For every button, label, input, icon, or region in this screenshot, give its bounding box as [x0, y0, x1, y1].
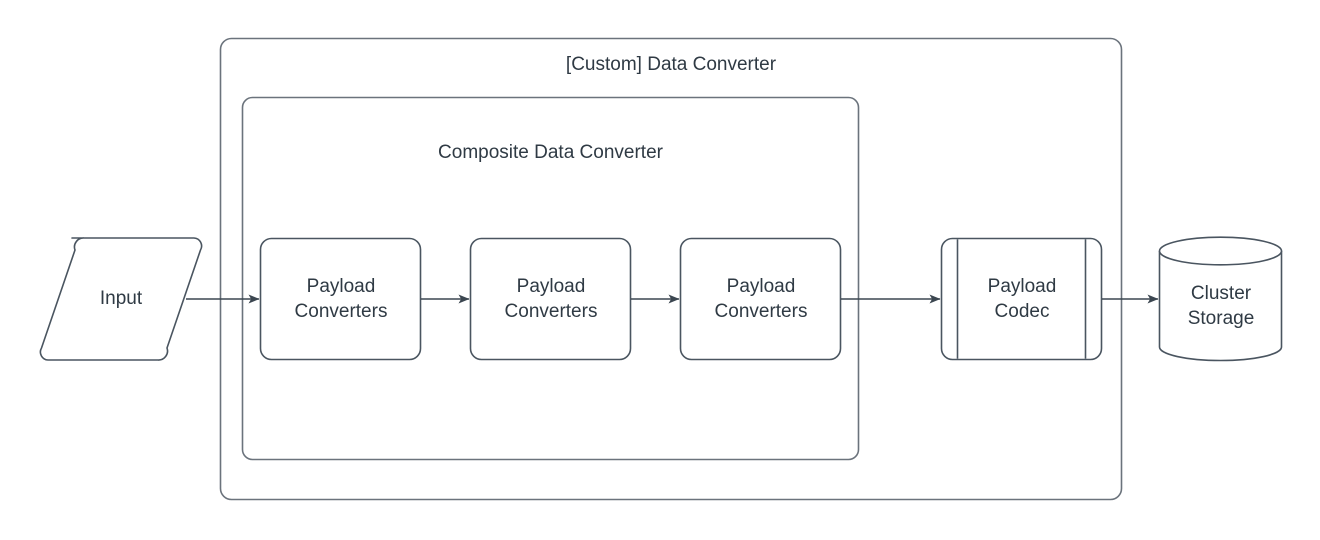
node-input-shape[interactable]	[39, 237, 203, 361]
node-payload-converters-1-shape[interactable]	[259, 237, 422, 361]
node-cluster-storage-shape[interactable]	[1158, 236, 1283, 362]
node-payload-converters-3-shape[interactable]	[679, 237, 842, 361]
node-payload-codec-shape[interactable]	[940, 237, 1103, 361]
node-payload-converters-2-shape[interactable]	[469, 237, 632, 361]
